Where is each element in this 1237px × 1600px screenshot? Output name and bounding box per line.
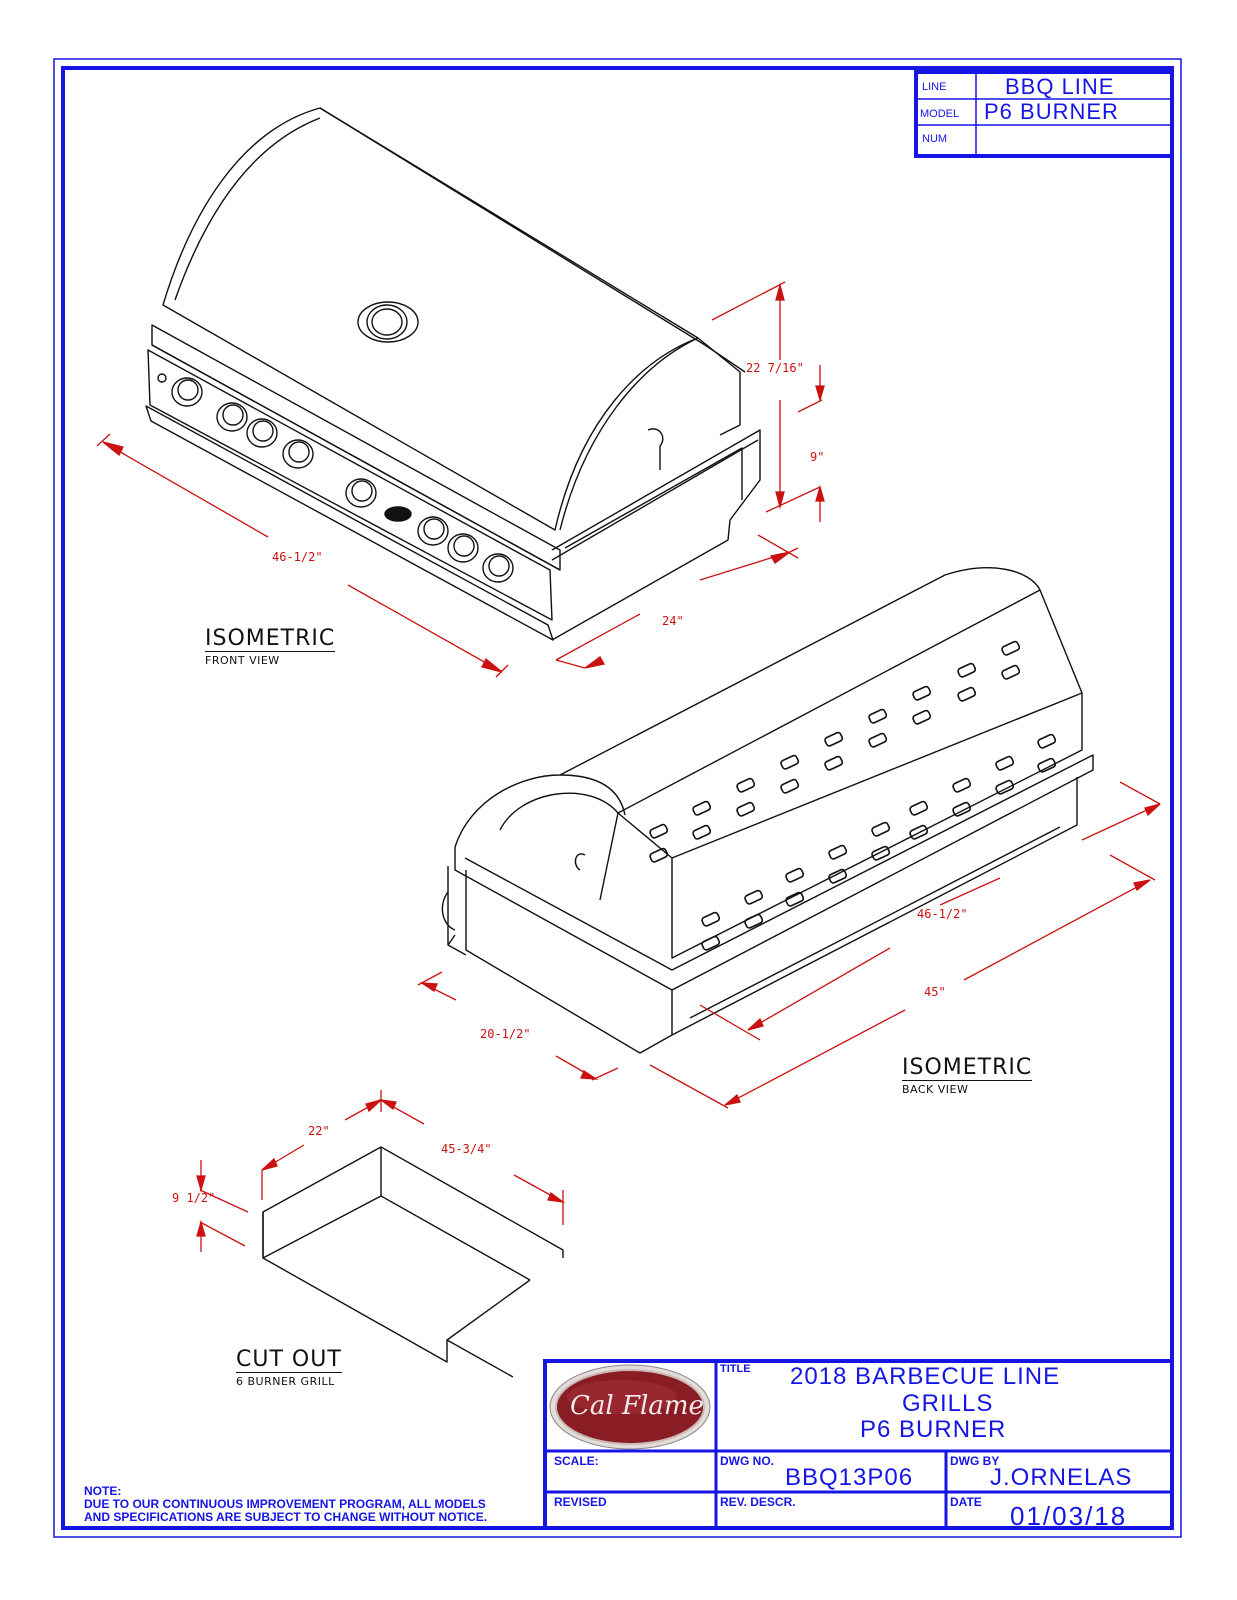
note-block: NOTE: DUE TO OUR CONTINUOUS IMPROVEMENT … xyxy=(84,1485,487,1524)
model-value: P6 BURNER xyxy=(984,99,1119,124)
front-isometric-grill xyxy=(145,107,761,641)
dwg-by-value: J.ORNELAS xyxy=(990,1464,1133,1491)
dwg-no-value: BBQ13P06 xyxy=(785,1464,914,1491)
dim-back-width-base: 45" xyxy=(924,985,946,999)
note-line-1: DUE TO OUR CONTINUOUS IMPROVEMENT PROGRA… xyxy=(84,1497,486,1511)
revised-label: REVISED xyxy=(554,1495,607,1509)
back-view-title: ISOMETRIC xyxy=(902,1055,1033,1081)
scale-label: SCALE: xyxy=(554,1454,599,1468)
back-view-caption: ISOMETRIC BACK VIEW xyxy=(902,1055,1033,1096)
front-view-title: ISOMETRIC xyxy=(205,626,336,652)
rev-descr-label: REV. DESCR. xyxy=(720,1495,796,1509)
line-label: LINE xyxy=(922,81,947,93)
dim-back-depth: 20-1/2" xyxy=(480,1027,531,1041)
dim-cutout-height: 9 1/2" xyxy=(172,1191,216,1205)
cutout-drawing xyxy=(262,1146,564,1378)
dim-cutout-depth: 22" xyxy=(308,1124,330,1138)
dim-front-hood: 9" xyxy=(810,450,825,464)
dwg-by-label: DWG BY xyxy=(950,1454,1000,1468)
back-view-subtitle: BACK VIEW xyxy=(902,1083,969,1096)
back-isometric-grill xyxy=(441,567,1094,1054)
cutout-title: CUT OUT xyxy=(236,1347,342,1373)
cutout-subtitle: 6 BURNER GRILL xyxy=(236,1375,335,1388)
title-label: TITLE xyxy=(720,1363,751,1375)
cutout-caption: CUT OUT 6 BURNER GRILL xyxy=(236,1349,342,1387)
bottom-title-block xyxy=(543,1359,1174,1530)
front-view-subtitle: FRONT VIEW xyxy=(205,654,280,667)
dwg-no-label: DWG NO. xyxy=(720,1454,774,1468)
calflame-logo xyxy=(549,1364,711,1450)
top-title-block xyxy=(914,70,1174,158)
title-line-2: GRILLS xyxy=(902,1390,994,1417)
model-label: MODEL xyxy=(920,108,960,120)
dim-front-width: 46-1/2" xyxy=(272,550,323,564)
date-value: 01/03/18 xyxy=(1010,1501,1128,1531)
dimension-lines xyxy=(96,281,1161,1252)
date-label: DATE xyxy=(950,1495,982,1509)
dim-back-width-total: 46-1/2" xyxy=(917,907,968,921)
front-view-caption: ISOMETRIC FRONT VIEW xyxy=(205,626,336,667)
title-line-3: P6 BURNER xyxy=(860,1416,1007,1443)
dim-front-depth: 24" xyxy=(662,614,684,628)
note-line-2: AND SPECIFICATIONS ARE SUBJECT TO CHANGE… xyxy=(84,1510,488,1524)
dim-front-height: 22 7/16" xyxy=(746,361,804,375)
line-value: BBQ LINE xyxy=(1005,74,1115,99)
dim-cutout-width: 45-3/4" xyxy=(441,1142,492,1156)
title-line-1: 2018 BARBECUE LINE xyxy=(790,1363,1061,1390)
outer-border xyxy=(53,58,1182,1538)
note-heading: NOTE: xyxy=(84,1484,122,1498)
num-label: NUM xyxy=(922,133,948,145)
logo-text: Cal Flame xyxy=(570,1391,704,1421)
